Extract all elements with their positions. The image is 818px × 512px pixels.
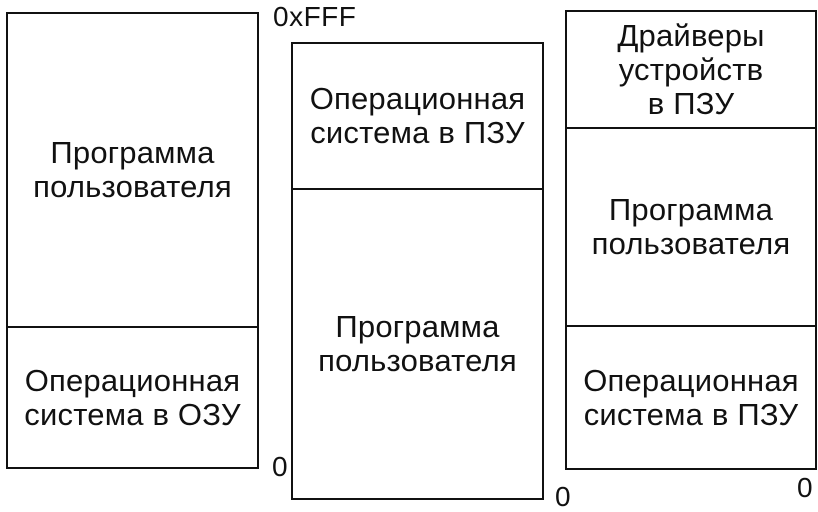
memory-segment-os-ram: Операционная система в ОЗУ — [8, 326, 257, 467]
segment-label: Операционная система в ПЗУ — [309, 81, 526, 150]
memory-model-column-2: Операционная система в ПЗУ Программа пол… — [291, 42, 544, 500]
memory-segment-os-rom: Операционная система в ПЗУ — [293, 44, 542, 188]
memory-segment-os-rom: Операционная система в ПЗУ — [567, 325, 815, 468]
memory-segment-user-program: Программа пользователя — [8, 14, 257, 326]
memory-segment-user-program: Программа пользователя — [567, 127, 815, 325]
segment-label: Программа пользователя — [33, 135, 232, 204]
address-bottom-label-col3: 0 — [797, 472, 814, 503]
segment-label: Операционная система в ОЗУ — [24, 362, 241, 432]
address-bottom-label-col2-left: 0 — [272, 451, 289, 482]
segment-label: Программа пользователя — [591, 192, 791, 261]
memory-segment-user-program: Программа пользователя — [293, 188, 542, 498]
address-top-label: 0xFFF — [273, 1, 357, 32]
memory-segment-device-drivers-rom: Драйверы устройств в ПЗУ — [567, 12, 815, 127]
segment-label: Драйверы устройств в ПЗУ — [617, 17, 765, 121]
memory-model-column-3: Драйверы устройств в ПЗУ Программа польз… — [565, 10, 817, 470]
segment-label: Программа пользователя — [318, 309, 517, 378]
address-bottom-label-col2-right: 0 — [555, 481, 572, 512]
segment-label: Операционная система в ПЗУ — [583, 362, 799, 432]
memory-model-column-1: Программа пользователя Операционная сист… — [6, 12, 259, 469]
